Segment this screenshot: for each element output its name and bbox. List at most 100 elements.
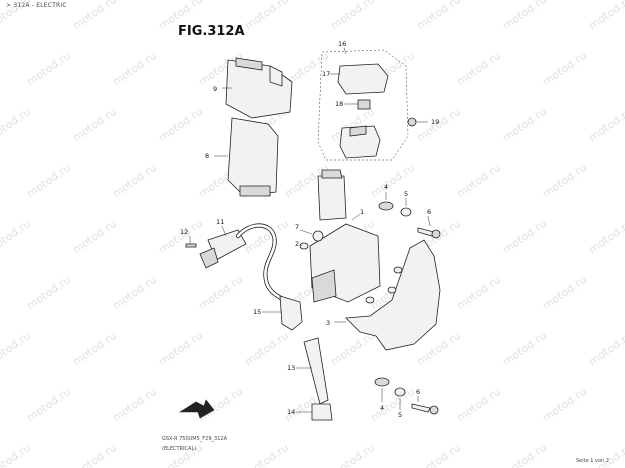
callout-17: 17 <box>322 70 330 78</box>
part-8-ecm-unit[interactable] <box>214 117 279 197</box>
watermark-text: motod.ru <box>586 441 625 468</box>
section-label: (ELECTRICAL) <box>162 446 197 452</box>
watermark-text: motod.ru <box>328 441 377 468</box>
forward-arrow-icon <box>178 399 215 419</box>
watermark-text: motod.ru <box>586 0 625 32</box>
callout-18: 18 <box>335 100 343 108</box>
page-number: Seite 1 von 2 <box>576 458 609 464</box>
watermark-text: motod.ru <box>586 217 625 257</box>
part-1-regulator[interactable] <box>309 213 381 303</box>
callout-16: 16 <box>338 40 346 48</box>
watermark-text: motod.ru <box>242 329 291 369</box>
watermark-text: motod.ru <box>454 49 503 89</box>
breadcrumb: > 312A - ELECTRIC <box>6 2 67 9</box>
watermark-text: motod.ru <box>110 161 159 201</box>
part-7-grommet[interactable] <box>299 229 324 242</box>
callout-3: 3 <box>326 319 330 327</box>
watermark-text: motod.ru <box>156 329 205 369</box>
part-4-cushion-lower[interactable] <box>374 377 390 402</box>
watermark-text: motod.ru <box>500 217 549 257</box>
part-16-fuse-box[interactable] <box>317 47 409 161</box>
watermark-text: motod.ru <box>70 329 119 369</box>
part-15-plug-cap[interactable] <box>235 223 303 331</box>
watermark-text: motod.ru <box>156 217 205 257</box>
part-6-bolt-upper[interactable] <box>417 215 441 239</box>
part-19-screw[interactable] <box>407 117 428 127</box>
watermark-text: motod.ru <box>540 273 589 313</box>
watermark-text: motod.ru <box>454 385 503 425</box>
watermark-text: motod.ru <box>500 0 549 32</box>
watermark-text: motod.ru <box>70 441 119 468</box>
watermark-text: motod.ru <box>0 441 33 468</box>
callout-9: 9 <box>213 85 217 93</box>
watermark-text: motod.ru <box>70 217 119 257</box>
part-3-bracket[interactable] <box>334 239 441 351</box>
watermark-text: motod.ru <box>500 441 549 468</box>
watermark-text: motod.ru <box>70 0 119 32</box>
watermark-text: motod.ru <box>540 385 589 425</box>
watermark-text: motod.ru <box>24 385 73 425</box>
callout-6-upper: 6 <box>427 208 431 216</box>
part-4-cushion-upper[interactable] <box>378 192 394 211</box>
watermark-text: motod.ru <box>24 49 73 89</box>
watermark-text: motod.ru <box>156 0 205 32</box>
watermark-text: motod.ru <box>24 273 73 313</box>
watermark-text: motod.ru <box>242 0 291 32</box>
part-6-bolt-lower[interactable] <box>411 396 439 415</box>
watermark-text: motod.ru <box>368 385 417 425</box>
callout-12: 12 <box>180 228 188 236</box>
callout-15: 15 <box>253 308 261 316</box>
callout-2: 2 <box>295 240 299 248</box>
part-2-bolt[interactable] <box>299 242 309 250</box>
part-11-ignition-coil[interactable] <box>199 225 247 269</box>
regulator-connector[interactable] <box>317 169 347 221</box>
callout-1: 1 <box>360 208 364 216</box>
watermark-text: motod.ru <box>540 161 589 201</box>
watermark-text: motod.ru <box>328 0 377 32</box>
watermark-text: motod.ru <box>110 49 159 89</box>
callout-19: 19 <box>431 118 439 126</box>
watermark-text: motod.ru <box>586 329 625 369</box>
callout-5-lower: 5 <box>398 411 402 419</box>
watermark-text: motod.ru <box>196 273 245 313</box>
watermark-text: motod.ru <box>156 441 205 468</box>
part-9-relay-housing[interactable] <box>222 57 293 119</box>
watermark-text: motod.ru <box>500 105 549 145</box>
watermark-text: motod.ru <box>586 105 625 145</box>
watermark-text: motod.ru <box>0 217 33 257</box>
callout-4-upper: 4 <box>384 183 388 191</box>
watermark-text: motod.ru <box>24 161 73 201</box>
part-14-rubber-boot[interactable] <box>296 403 333 421</box>
starter-relay[interactable] <box>339 125 381 159</box>
part-5-collar-upper[interactable] <box>400 198 412 217</box>
callout-4-lower: 4 <box>380 404 384 412</box>
drawing-code: GSX-R 750UM5_F29_312A <box>162 436 227 442</box>
figure-title: FIG.312A <box>178 24 245 39</box>
watermark-text: motod.ru <box>454 161 503 201</box>
watermark-text: motod.ru <box>540 49 589 89</box>
callout-13: 13 <box>287 364 295 372</box>
watermark-text: motod.ru <box>242 441 291 468</box>
part-17-fuse-holder[interactable] <box>330 63 389 95</box>
watermark-text: motod.ru <box>454 273 503 313</box>
callout-8: 8 <box>205 152 209 160</box>
part-5-collar-lower[interactable] <box>394 387 406 410</box>
callout-6-lower: 6 <box>416 388 420 396</box>
watermark-text: motod.ru <box>70 105 119 145</box>
watermark-text: motod.ru <box>242 217 291 257</box>
watermark-text: motod.ru <box>0 105 33 145</box>
part-13-spark-plug-cap[interactable] <box>296 337 329 405</box>
watermark-text: motod.ru <box>156 105 205 145</box>
callout-5-upper: 5 <box>404 190 408 198</box>
watermark-text: motod.ru <box>0 0 33 32</box>
part-12-screw[interactable] <box>185 236 197 248</box>
watermark-text: motod.ru <box>414 0 463 32</box>
part-18-fuse[interactable] <box>344 99 371 110</box>
watermark-text: motod.ru <box>110 273 159 313</box>
callout-14: 14 <box>287 408 295 416</box>
watermark-text: motod.ru <box>110 385 159 425</box>
bracket-collars <box>365 266 403 304</box>
